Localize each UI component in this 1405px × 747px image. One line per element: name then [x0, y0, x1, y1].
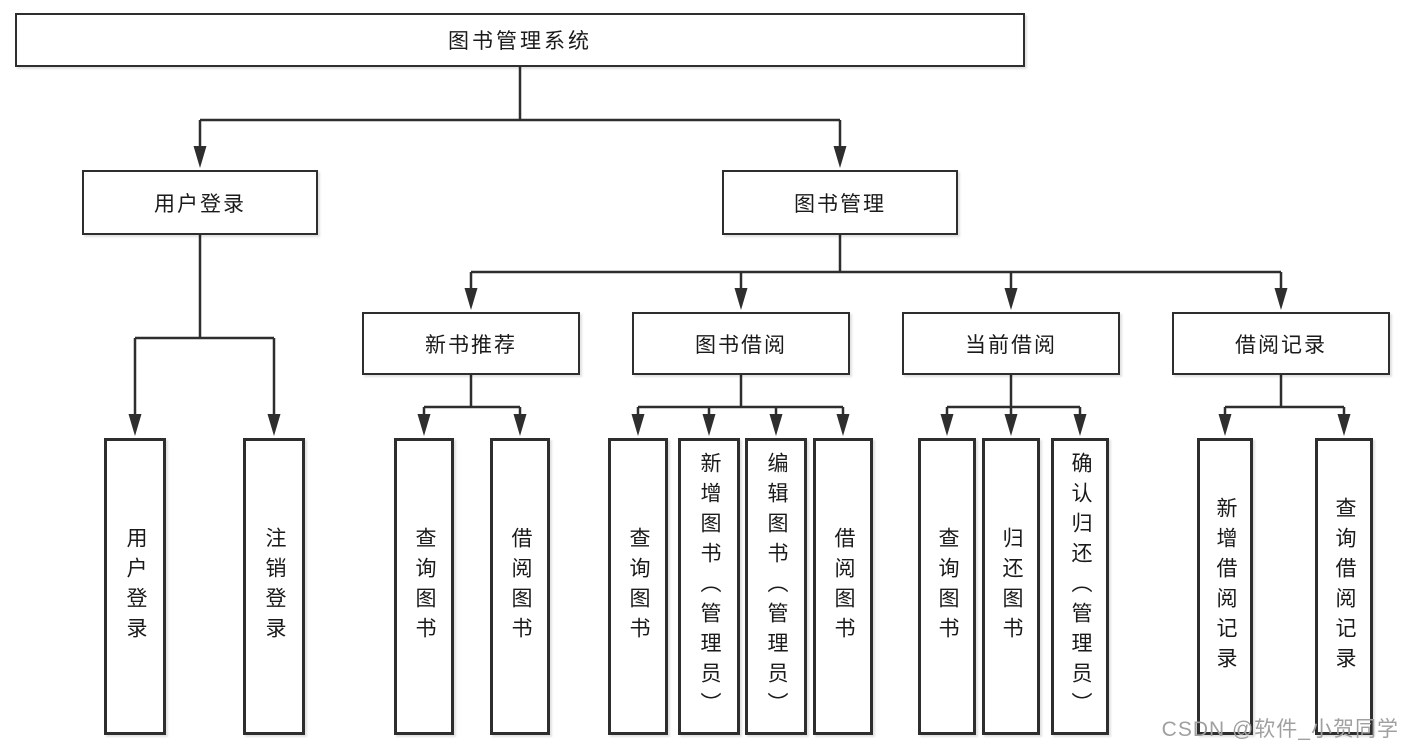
leaf-current-query-book: 查询图书 — [918, 438, 976, 735]
node-new-book-recommend: 新书推荐 — [362, 312, 580, 375]
edge-newbookrec-to-leaves — [422, 375, 522, 416]
leaf-confirm-return-admin: 确认归还（管理员） — [1051, 438, 1109, 735]
edge-userlogin-to-leaves — [133, 235, 276, 416]
node-user-login: 用户登录 — [82, 170, 318, 235]
leaf-user-login: 用户登录 — [104, 438, 166, 735]
arrowhead-icon — [464, 288, 478, 310]
arrowhead-icon — [1004, 414, 1018, 436]
leaf-edit-book-admin: 编辑图书（管理员） — [745, 438, 807, 735]
edge-bookmgmt-to-level3 — [469, 235, 1283, 290]
leaf-add-book-admin: 新增图书（管理员） — [678, 438, 740, 735]
arrowhead-icon — [940, 414, 954, 436]
arrowhead-icon — [631, 414, 645, 436]
watermark: CSDN @软件_小贺同学 — [1161, 718, 1399, 741]
arrowhead-icon — [1337, 414, 1351, 436]
arrowhead-icon — [1218, 414, 1232, 436]
arrowhead-icon — [1073, 414, 1087, 436]
arrowhead-icon — [833, 146, 847, 168]
node-borrowing-records: 借阅记录 — [1172, 312, 1390, 375]
arrowhead-icon — [193, 146, 207, 168]
edge-bookborrow-to-leaves — [636, 375, 845, 416]
leaf-rec-borrow-book: 借阅图书 — [490, 438, 550, 735]
edge-currentborrow-to-leaves — [945, 375, 1082, 416]
edge-borrowrecords-to-leaves — [1223, 375, 1346, 416]
arrowhead-icon — [702, 414, 716, 436]
leaf-add-borrow-record: 新增借阅记录 — [1197, 438, 1253, 735]
arrowhead-icon — [513, 414, 527, 436]
arrowhead-icon — [1004, 288, 1018, 310]
leaf-return-book: 归还图书 — [982, 438, 1040, 735]
leaf-borrow-query-book: 查询图书 — [608, 438, 668, 735]
arrowhead-icon — [267, 414, 281, 436]
arrowhead-icon — [128, 414, 142, 436]
node-root-system: 图书管理系统 — [15, 13, 1025, 67]
arrowhead-icon — [769, 414, 783, 436]
leaf-borrow-book: 借阅图书 — [813, 438, 873, 735]
arrowhead-icon — [1274, 288, 1288, 310]
arrowhead-icon — [734, 288, 748, 310]
node-book-borrowing: 图书借阅 — [632, 312, 850, 375]
edge-root-to-level2 — [198, 67, 842, 148]
arrowhead-icon — [836, 414, 850, 436]
leaf-rec-query-book: 查询图书 — [394, 438, 454, 735]
leaf-query-borrow-record: 查询借阅记录 — [1315, 438, 1373, 735]
arrowhead-icon — [417, 414, 431, 436]
node-current-borrowing: 当前借阅 — [902, 312, 1120, 375]
node-book-management: 图书管理 — [722, 170, 958, 235]
leaf-logout: 注销登录 — [243, 438, 305, 735]
